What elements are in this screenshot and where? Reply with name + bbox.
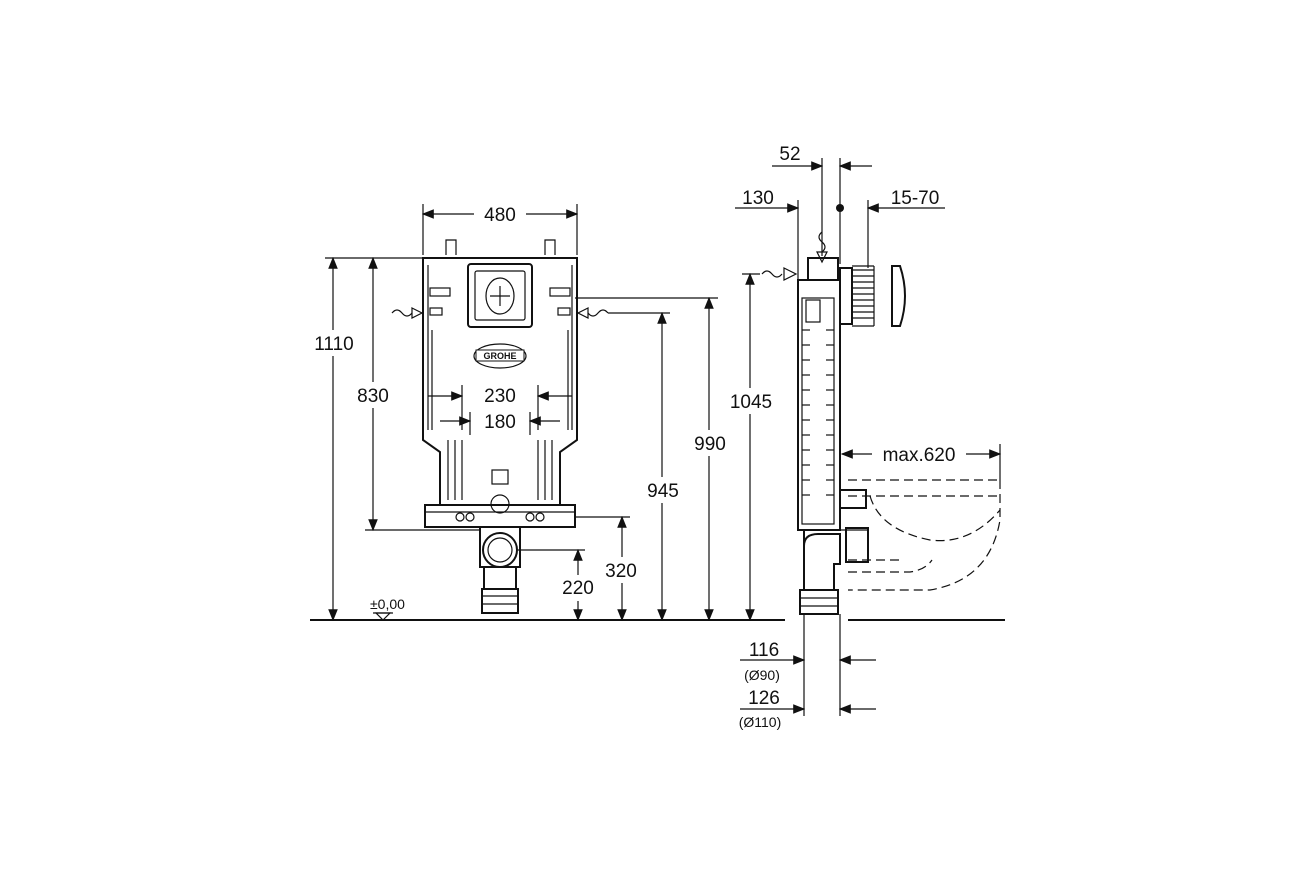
floor-level-marker: [374, 612, 392, 621]
dim-height-990: 990: [694, 434, 726, 455]
dim-height-220: 220: [562, 578, 594, 599]
dim-height-1110: 1110: [314, 334, 353, 355]
front-frame: [422, 239, 578, 528]
flush-plate: [467, 263, 533, 328]
dim-116: 116: [749, 640, 779, 661]
dim-spacing-180: 180: [484, 412, 516, 433]
dim-height-320: 320: [605, 561, 637, 582]
dim-max-620: max.620: [883, 445, 956, 466]
side-frame: [797, 257, 906, 615]
dim-height-945: 945: [647, 481, 679, 502]
dim-126-sub: (Ø110): [739, 714, 782, 730]
dim-126: 126: [748, 688, 780, 709]
dim-height-1045: 1045: [730, 392, 772, 413]
brand-text: GROHE: [483, 351, 516, 361]
dim-116-sub: (Ø90): [744, 667, 780, 683]
floor-level-label: ±0,00: [370, 596, 405, 612]
side-inlet-arrows: [761, 231, 828, 281]
dim-width-480: 480: [484, 205, 516, 226]
dim-15-70: 15-70: [891, 188, 940, 209]
dim-height-830: 830: [357, 386, 389, 407]
grohe-logo: GROHE: [473, 343, 527, 369]
front-drain-pipe: [479, 526, 521, 614]
dim-130: 130: [742, 188, 774, 209]
water-inlet-arrows: [391, 307, 609, 319]
dim-52: 52: [779, 144, 800, 165]
dim-spacing-230: 230: [484, 386, 516, 407]
wc-bowl-outline: [848, 479, 1001, 591]
